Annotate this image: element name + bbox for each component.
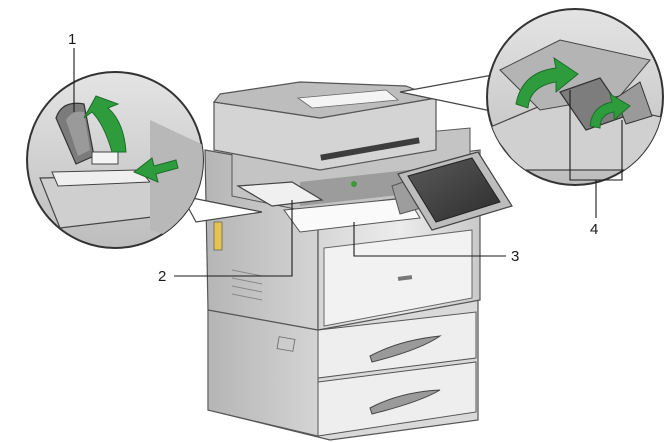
side-handle [277,337,295,352]
callout-2-label: 2 [158,268,166,285]
callout-1-label: 1 [68,31,76,48]
stopper-indicator [351,181,357,187]
callout-3-label: 3 [511,248,519,265]
left-slider[interactable] [92,152,118,164]
side-vent [214,222,222,250]
callout-4-label: 4 [590,221,598,238]
lower-side-panel [208,310,318,436]
left-back-wall [150,120,214,250]
printer-body [205,82,512,440]
